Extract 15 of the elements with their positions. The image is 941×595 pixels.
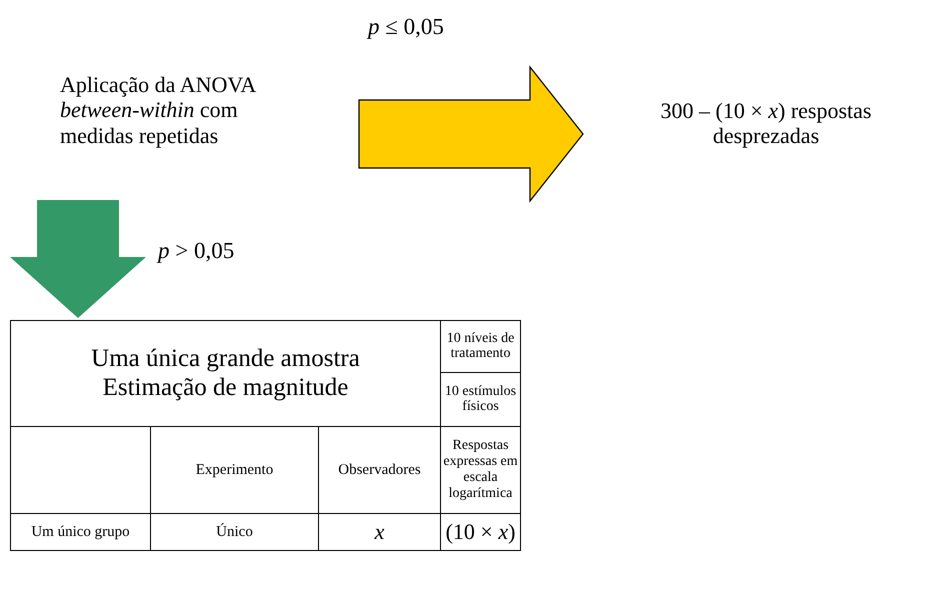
column-header: 10 estímulos físicos — [444, 384, 518, 415]
cell-value: (10 × x) — [446, 518, 516, 546]
note-text: 300 – (10 × x) respostas desprezadas — [616, 98, 916, 149]
column-header: Experimento — [196, 462, 274, 479]
table-heading: Uma única grande amostra Estimação de magnitude — [90, 344, 361, 402]
block-arrow — [358, 65, 584, 203]
block-arrow — [10, 200, 146, 318]
row-label: Um único grupo — [31, 524, 130, 541]
column-header: Respostas expressas em escala logarítmica — [443, 438, 518, 502]
cell-value: x — [374, 518, 384, 546]
column-header: Observadores — [338, 462, 421, 479]
column-header: 10 níveis de tratamento — [446, 330, 516, 362]
note-text: Aplicação da ANOVA between-within com medidas repetidas — [60, 72, 275, 148]
cell-value: Único — [216, 524, 253, 541]
results-table — [10, 320, 522, 551]
